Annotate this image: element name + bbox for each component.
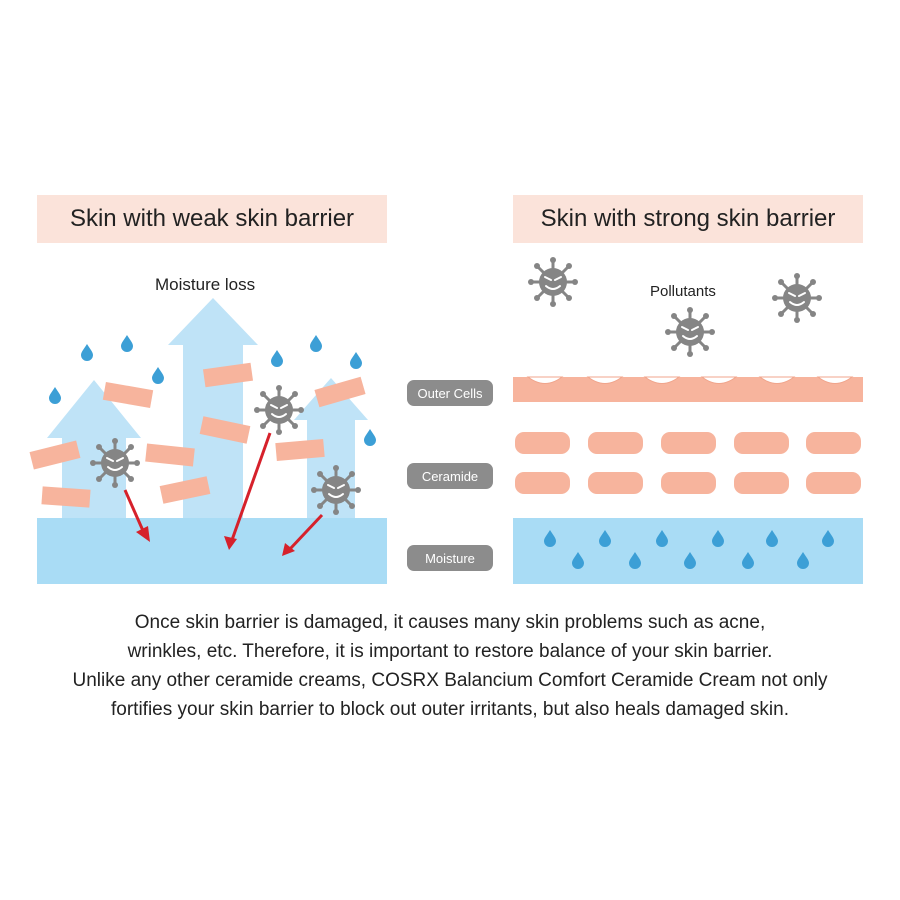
moisture-loss-label: Moisture loss <box>155 275 256 294</box>
caption-line-3: Unlike any other ceramide creams, COSRX … <box>72 670 828 691</box>
moisture-label: Moisture <box>407 545 493 571</box>
pollutants-label: Pollutants <box>650 283 716 300</box>
outer-cells-label: Outer Cells <box>407 380 493 406</box>
caption-line-2: wrinkles, etc. Therefore, it is importan… <box>127 641 773 662</box>
strong-barrier-title: Skin with strong skin barrier <box>513 195 863 243</box>
caption-line-4: fortifies your skin barrier to block out… <box>111 699 789 720</box>
weak-barrier-title: Skin with weak skin barrier <box>37 195 387 243</box>
ceramide-layer <box>515 432 861 494</box>
outer-cells-layer <box>513 377 863 402</box>
weak-barrier-illustration <box>29 298 387 584</box>
arrow-up-right <box>294 378 368 518</box>
moisture-layer <box>513 518 863 584</box>
ceramide-label: Ceramide <box>407 463 493 489</box>
strong-barrier-illustration <box>513 255 863 584</box>
description-caption: Once skin barrier is damaged, it causes … <box>20 608 880 724</box>
moisture-base-left <box>37 518 387 584</box>
infiltration-arrows <box>123 432 324 556</box>
caption-line-1: Once skin barrier is damaged, it causes … <box>134 612 766 633</box>
